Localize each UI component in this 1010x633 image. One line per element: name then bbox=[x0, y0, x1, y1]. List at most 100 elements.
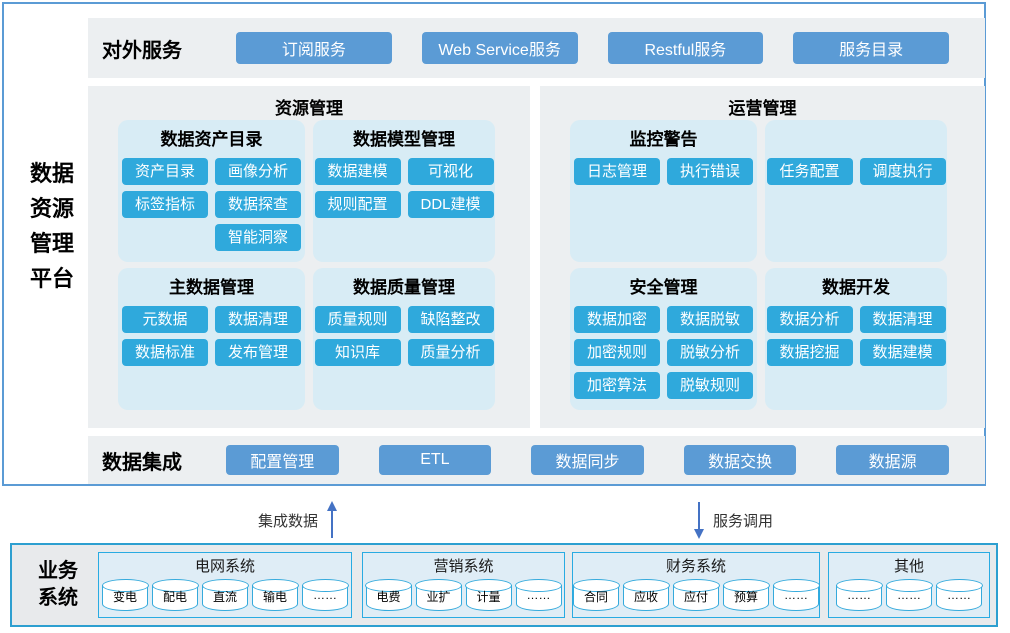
platform-title-line: 资源 bbox=[29, 196, 74, 221]
arrow-up-icon bbox=[327, 501, 338, 538]
service-call-flow: 服务调用 bbox=[693, 501, 773, 539]
db-cylinder: …… bbox=[301, 579, 349, 611]
module-button[interactable]: 数据分析 bbox=[766, 306, 853, 333]
external-services-label: 对外服务 bbox=[102, 39, 182, 62]
module-button[interactable]: DDL建模 bbox=[407, 191, 494, 218]
db-cylinder: 输电 bbox=[251, 579, 299, 611]
section-title: 数据开发 bbox=[822, 278, 890, 297]
db-label: 应付 bbox=[683, 590, 708, 604]
module-button[interactable]: 加密算法 bbox=[574, 372, 660, 399]
module-button[interactable]: 日志管理 bbox=[574, 158, 660, 185]
business-systems-panel: 业务 系统 电网系统 变电 配电 直流 输电 …… 营销系统 电费 业扩 计量 … bbox=[10, 543, 998, 627]
db-cylinder: 电费 bbox=[365, 579, 412, 611]
module-button[interactable]: 元数据 bbox=[122, 306, 208, 333]
module-button[interactable]: 数据清理 bbox=[859, 306, 946, 333]
module-button[interactable]: 数据挖掘 bbox=[766, 339, 853, 366]
db-cylinder: 直流 bbox=[201, 579, 249, 611]
group-grid-system: 电网系统 变电 配电 直流 输电 …… bbox=[98, 552, 352, 618]
db-label: 电费 bbox=[376, 590, 401, 604]
db-cylinder: …… bbox=[885, 579, 933, 611]
section-title: 监控警告 bbox=[629, 130, 698, 149]
platform-title-line: 数据 bbox=[29, 161, 74, 186]
module-button[interactable]: 智能洞察 bbox=[215, 224, 301, 251]
module-button[interactable]: 画像分析 bbox=[215, 158, 301, 185]
btn-config-mgmt[interactable]: 配置管理 bbox=[226, 445, 339, 475]
module-button[interactable]: 发布管理 bbox=[215, 339, 301, 366]
db-label: 合同 bbox=[583, 590, 608, 604]
operation-management-panel: 运营管理 监控警告 日志管理 执行错误 任务配置 调度执行 安全管理 数据加密 … bbox=[540, 86, 985, 428]
group-other-systems: 其他 …… …… …… bbox=[828, 552, 990, 618]
db-label: 直流 bbox=[212, 590, 237, 604]
module-button[interactable]: 调度执行 bbox=[859, 158, 946, 185]
btn-service-catalog[interactable]: 服务目录 bbox=[793, 32, 949, 64]
module-button[interactable]: 脱敏分析 bbox=[667, 339, 753, 366]
section-data-dev: 数据开发 数据分析 数据清理 数据挖掘 数据建模 bbox=[765, 268, 947, 410]
btn-web-service[interactable]: Web Service服务 bbox=[421, 32, 578, 64]
module-button[interactable]: 可视化 bbox=[407, 158, 494, 185]
section-title: 数据模型管理 bbox=[353, 130, 455, 149]
section-title: 主数据管理 bbox=[169, 278, 254, 297]
db-label: 输电 bbox=[262, 590, 287, 604]
db-label: …… bbox=[313, 588, 337, 602]
business-systems-title-line: 业务 bbox=[38, 560, 78, 582]
arrow-down-icon bbox=[694, 502, 704, 539]
db-cylinder: …… bbox=[772, 579, 820, 611]
business-systems-title-line: 系统 bbox=[38, 587, 78, 609]
section-title: 数据质量管理 bbox=[353, 278, 455, 297]
db-label: 计量 bbox=[476, 590, 501, 604]
module-button[interactable]: 数据探查 bbox=[215, 191, 301, 218]
module-button[interactable]: 脱敏规则 bbox=[667, 372, 753, 399]
section-task-schedule: 任务配置 调度执行 bbox=[765, 120, 947, 262]
module-button[interactable]: 质量规则 bbox=[314, 306, 401, 333]
module-button[interactable]: 数据建模 bbox=[314, 158, 401, 185]
section-data-quality-mgmt: 数据质量管理 质量规则 缺陷整改 知识库 质量分析 bbox=[313, 268, 495, 410]
db-label: 应收 bbox=[633, 590, 658, 604]
group-title: 营销系统 bbox=[433, 558, 494, 575]
module-button[interactable]: 资产目录 bbox=[122, 158, 208, 185]
btn-data-source[interactable]: 数据源 bbox=[836, 445, 949, 475]
module-button[interactable]: 缺陷整改 bbox=[407, 306, 494, 333]
platform-title-line: 管理 bbox=[29, 231, 74, 256]
module-button[interactable]: 数据加密 bbox=[574, 306, 660, 333]
db-label: 预算 bbox=[733, 590, 758, 604]
module-button[interactable]: 任务配置 bbox=[766, 158, 853, 185]
db-label: …… bbox=[784, 588, 808, 602]
module-button[interactable]: 标签指标 bbox=[122, 191, 208, 218]
db-label: …… bbox=[847, 588, 871, 602]
db-cylinder: 变电 bbox=[101, 579, 149, 611]
btn-data-exchange[interactable]: 数据交换 bbox=[683, 445, 797, 475]
section-title: 安全管理 bbox=[629, 278, 698, 297]
flow-label: 集成数据 bbox=[258, 512, 319, 530]
module-button[interactable]: 数据脱敏 bbox=[667, 306, 753, 333]
db-cylinder: 应付 bbox=[672, 579, 720, 611]
btn-data-sync[interactable]: 数据同步 bbox=[531, 445, 644, 475]
db-cylinder: 业扩 bbox=[415, 579, 462, 611]
operation-management-title: 运营管理 bbox=[728, 99, 797, 118]
module-button[interactable]: 数据清理 bbox=[215, 306, 301, 333]
data-integration-label: 数据集成 bbox=[102, 451, 182, 474]
btn-restful-service[interactable]: Restful服务 bbox=[607, 32, 764, 64]
module-button[interactable]: 数据标准 bbox=[122, 339, 208, 366]
section-title bbox=[765, 128, 947, 152]
module-button[interactable]: 加密规则 bbox=[574, 339, 660, 366]
module-button[interactable]: 数据建模 bbox=[859, 339, 946, 366]
db-label: 业扩 bbox=[426, 590, 451, 604]
db-cylinder: 应收 bbox=[622, 579, 670, 611]
btn-subscribe-service[interactable]: 订阅服务 bbox=[236, 32, 392, 64]
section-data-asset-catalog: 数据资产目录 资产目录 画像分析 标签指标 数据探查 智能洞察 bbox=[118, 120, 305, 262]
db-label: 变电 bbox=[112, 590, 137, 604]
group-title: 电网系统 bbox=[194, 558, 255, 575]
section-master-data-mgmt: 主数据管理 元数据 数据清理 数据标准 发布管理 bbox=[118, 268, 305, 410]
module-button[interactable]: 质量分析 bbox=[407, 339, 494, 366]
db-label: …… bbox=[897, 588, 921, 602]
btn-etl[interactable]: ETL bbox=[378, 445, 492, 475]
db-cylinder: 预算 bbox=[722, 579, 770, 611]
data-integration-band: 数据集成 配置管理 ETL 数据同步 数据交换 数据源 bbox=[88, 436, 985, 484]
group-marketing-system: 营销系统 电费 业扩 计量 …… bbox=[362, 552, 565, 618]
resource-management-title: 资源管理 bbox=[275, 99, 343, 118]
module-button[interactable]: 规则配置 bbox=[314, 191, 401, 218]
db-label: 配电 bbox=[162, 590, 187, 604]
module-button[interactable]: 知识库 bbox=[314, 339, 401, 366]
module-button[interactable]: 执行错误 bbox=[667, 158, 753, 185]
